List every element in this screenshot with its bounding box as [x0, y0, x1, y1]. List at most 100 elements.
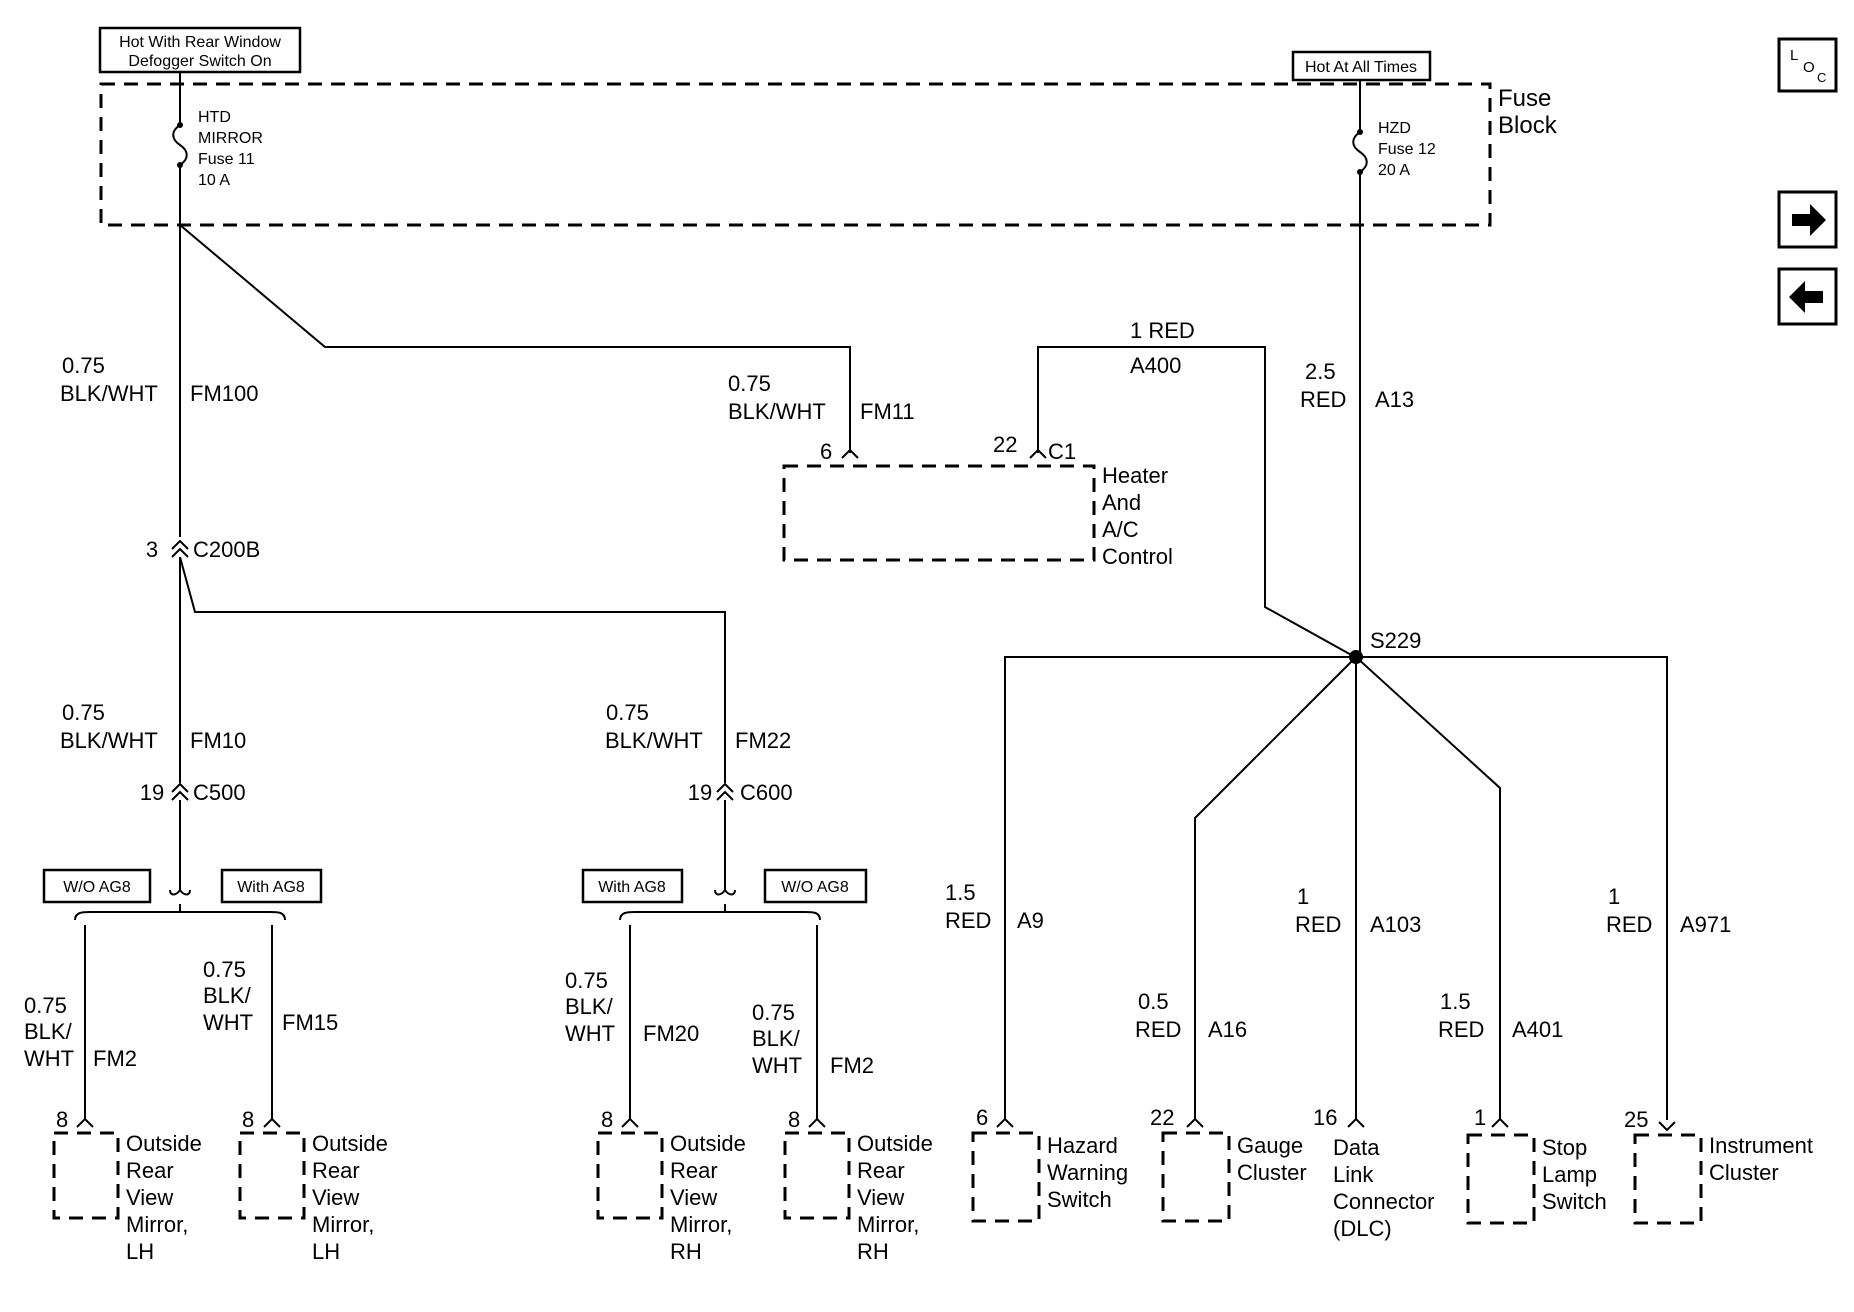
mirror-lh-2-line3: View [312, 1185, 359, 1210]
source-box-defogger: Hot With Rear Window Defogger Switch On [98, 26, 302, 74]
wire-fm2-rh-color2: WHT [752, 1053, 802, 1078]
wire-a103-color: RED [1295, 912, 1341, 937]
mirror-rh-2-line4: Mirror, [857, 1212, 919, 1237]
component-hazard-warning-switch: 6 Hazard Warning Switch [971, 1105, 1128, 1223]
option-box-wo-ag8-left: W/O AG8 [42, 868, 152, 904]
branch-brace-left [74, 889, 286, 921]
connector-c200b-name: C200B [193, 537, 260, 562]
fuse-left-line4: 10 A [198, 172, 230, 189]
hazard-line3: Switch [1047, 1187, 1112, 1212]
source-box-defogger-line1: Hot With Rear Window [119, 34, 281, 51]
prev-arrow-button[interactable] [1777, 267, 1838, 326]
connector-c500-name: C500 [193, 780, 246, 805]
wire-fm100-circuit: FM100 [190, 381, 258, 406]
fuse-left-line1: HTD [198, 109, 231, 126]
wire-a400 [1037, 346, 1356, 658]
connector-c600-pin: 19 [688, 780, 712, 805]
connector-c500-pin: 19 [140, 780, 164, 805]
wire-a16 [1194, 656, 1357, 1120]
wire-fm2-rh-color1: BLK/ [752, 1026, 801, 1051]
wire-fm2-lh-color2: WHT [24, 1046, 74, 1071]
arrow-right-icon [1792, 204, 1826, 236]
wire-a401-size: 1.5 [1440, 989, 1471, 1014]
wire-a16-circuit: A16 [1208, 1017, 1247, 1042]
mirror-rh-2-line2: Rear [857, 1158, 905, 1183]
option-label-with-ag8-right: With AG8 [598, 879, 666, 896]
component-mirror-rh-2: 8 Outside Rear View Mirror, RH [783, 1107, 933, 1264]
fuse-right-line3: 20 A [1378, 162, 1410, 179]
mirror-rh-2-line1: Outside [857, 1131, 933, 1156]
connector-c500-icon [171, 782, 189, 801]
source-box-hot-at-all-times: Hot At All Times [1291, 50, 1432, 82]
wire-a401-circuit: A401 [1512, 1017, 1563, 1042]
arrow-left-icon [1789, 281, 1823, 313]
option-label-wo-ag8-right: W/O AG8 [781, 879, 849, 896]
wire-a401-color: RED [1438, 1017, 1484, 1042]
stop-lamp-line2: Lamp [1542, 1162, 1597, 1187]
fuse-symbol-right [1352, 131, 1368, 173]
wire-fm2-lh-size: 0.75 [24, 993, 67, 1018]
heater-pin-22: 22 [993, 432, 1017, 457]
wire-a13-size: 2.5 [1305, 359, 1336, 384]
dlc-pin: 16 [1313, 1105, 1337, 1130]
wire-fm20-circuit: FM20 [643, 1021, 699, 1046]
mirror-rh-2-line5: RH [857, 1239, 889, 1264]
fuse-block-label-1: Fuse [1498, 85, 1551, 112]
fuse-block-label-2: Block [1498, 112, 1558, 139]
wire-a400-circuit: A400 [1130, 353, 1181, 378]
option-box-wo-ag8-right: W/O AG8 [763, 868, 868, 904]
wire-fm22-color: BLK/WHT [605, 728, 703, 753]
wire-fm11 [179, 224, 851, 453]
wire-fm11-color: BLK/WHT [728, 399, 826, 424]
wire-fm10-circuit: FM10 [190, 728, 246, 753]
loc-letter-l: L [1790, 47, 1798, 64]
fuse-left-line3: Fuse 11 [198, 151, 255, 168]
wire-a16-color: RED [1135, 1017, 1181, 1042]
hazard-line1: Hazard [1047, 1133, 1118, 1158]
fuse-left-line2: MIRROR [198, 130, 263, 147]
gauge-pin: 22 [1150, 1105, 1174, 1130]
dlc-line4: (DLC) [1333, 1216, 1392, 1241]
wire-fm22 [179, 556, 726, 783]
heater-line2: And [1102, 490, 1141, 515]
option-label-with-ag8-left: With AG8 [237, 879, 305, 896]
component-mirror-lh-2: 8 Outside Rear View Mirror, LH [238, 1107, 388, 1264]
mirror-rh-1-line5: RH [670, 1239, 702, 1264]
option-box-with-ag8-right: With AG8 [581, 868, 684, 904]
heater-line3: A/C [1102, 517, 1139, 542]
splice-s229-label: S229 [1370, 628, 1421, 653]
wire-a971 [1356, 656, 1668, 1120]
wire-a13-color: RED [1300, 387, 1346, 412]
fuse-right-line2: Fuse 12 [1378, 141, 1436, 158]
fuse-right-line1: HZD [1378, 120, 1411, 137]
component-mirror-rh-1: 8 Outside Rear View Mirror, RH [596, 1107, 746, 1264]
mirror-lh-2-pin: 8 [242, 1107, 254, 1132]
wire-fm10-color: BLK/WHT [60, 728, 158, 753]
wire-a16-size: 0.5 [1138, 989, 1169, 1014]
gauge-line2: Cluster [1237, 1160, 1307, 1185]
stop-lamp-pin: 1 [1474, 1105, 1486, 1130]
mirror-rh-1-line3: View [670, 1185, 717, 1210]
mirror-rh-1-pin: 8 [601, 1107, 613, 1132]
next-arrow-button[interactable] [1777, 190, 1838, 249]
wire-a13-circuit: A13 [1375, 387, 1414, 412]
mirror-lh-1-line4: Mirror, [126, 1212, 188, 1237]
wire-fm2-lh-circuit: FM2 [93, 1046, 137, 1071]
fuse-symbol-left [172, 124, 188, 166]
mirror-lh-1-line3: View [126, 1185, 173, 1210]
component-mirror-lh-1: 8 Outside Rear View Mirror, LH [52, 1107, 202, 1264]
mirror-rh-2-pin: 8 [788, 1107, 800, 1132]
fuse-block-outline [99, 82, 1492, 227]
component-heater-ac-control: 6 22 C1 Heater And A/C Control [782, 432, 1173, 569]
loc-button[interactable]: L O C [1777, 37, 1838, 93]
connector-c600-name: C600 [740, 780, 793, 805]
wire-a9-size: 1.5 [945, 880, 976, 905]
wire-a9 [1004, 656, 1356, 1120]
mirror-lh-2-line1: Outside [312, 1131, 388, 1156]
wire-fm20-color1: BLK/ [565, 994, 614, 1019]
loc-letter-o: O [1803, 59, 1815, 76]
wire-fm2-rh-size: 0.75 [752, 1000, 795, 1025]
component-gauge-cluster: 22 Gauge Cluster [1150, 1105, 1307, 1223]
wire-fm22-circuit: FM22 [735, 728, 791, 753]
